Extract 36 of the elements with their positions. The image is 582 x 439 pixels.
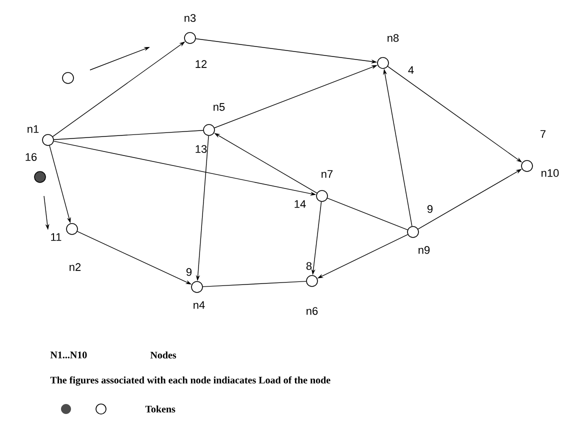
node-range: N1...N10 — [50, 352, 87, 358]
node-circle — [377, 57, 389, 69]
node-label: n5 — [214, 103, 225, 111]
node-label: n10 — [542, 169, 559, 177]
node-label: 9 — [186, 268, 192, 276]
node-label: n2 — [70, 263, 81, 271]
node-label: n1 — [28, 125, 39, 133]
node-label: 16 — [26, 153, 37, 161]
node-label: 4 — [408, 66, 414, 74]
node-circle — [184, 32, 196, 44]
node-label: 11 — [51, 233, 62, 241]
node-circle — [191, 281, 203, 293]
note-text: The figures associated with each node indiacates Load of the node — [50, 376, 330, 386]
node-label: n7 — [322, 170, 333, 178]
node-label: 8 — [306, 262, 312, 270]
node-circle — [66, 223, 78, 235]
node-label: n4 — [194, 301, 205, 309]
node-label: n8 — [388, 34, 399, 42]
node-circle — [521, 160, 533, 172]
node-label: 14 — [294, 200, 306, 208]
node-circle — [306, 275, 318, 287]
node-label: n9 — [418, 246, 430, 254]
node-label: n3 — [184, 14, 196, 22]
token-marker — [34, 171, 46, 183]
legend-text: Nodes — [150, 351, 176, 358]
node-label: 13 — [196, 145, 207, 153]
node-circle — [42, 134, 54, 146]
node-label: 9 — [427, 205, 433, 213]
node-circle — [316, 190, 328, 202]
node-label: 12 — [196, 60, 207, 68]
node-circle — [203, 124, 215, 136]
token-marker — [62, 72, 74, 84]
node-label: n6 — [306, 307, 318, 315]
node-label: 7 — [540, 130, 546, 138]
node-circle — [407, 226, 419, 238]
legend-text: Tokens — [145, 405, 176, 412]
